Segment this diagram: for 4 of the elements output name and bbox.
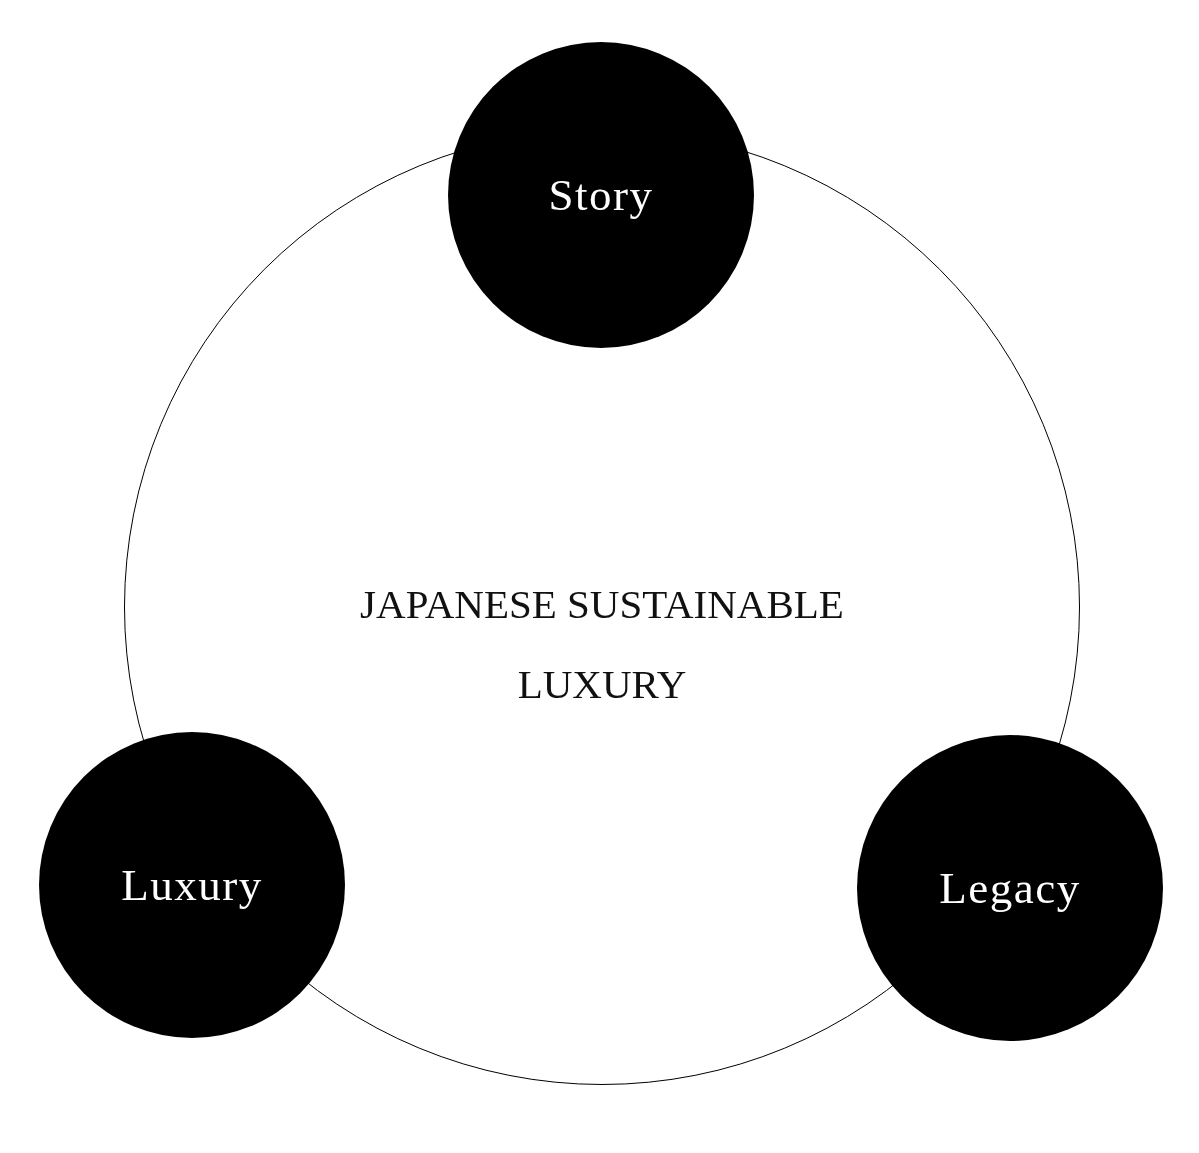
node-label: Luxury — [121, 859, 263, 912]
node-label: Story — [548, 169, 654, 222]
node-label: JAPANESE SUSTAINABLE LUXURY — [359, 579, 845, 709]
node-label: Legacy — [939, 862, 1081, 915]
